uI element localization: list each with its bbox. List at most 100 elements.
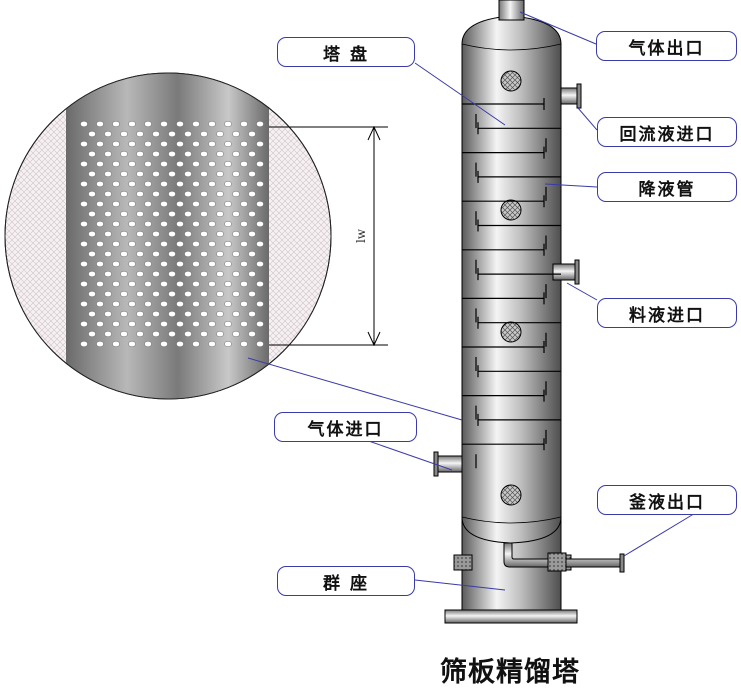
sieve-hole bbox=[168, 271, 176, 278]
sieve-hole bbox=[192, 120, 200, 127]
sieve-hole bbox=[240, 240, 248, 247]
sieve-hole bbox=[96, 120, 104, 127]
sieve-hole bbox=[224, 160, 232, 167]
sieve-hole bbox=[224, 261, 232, 268]
sieve-hole bbox=[248, 291, 256, 298]
manhole-middle bbox=[500, 321, 522, 343]
sieve-hole bbox=[216, 311, 224, 318]
sieve-hole bbox=[240, 200, 248, 207]
tray-plate bbox=[477, 413, 561, 444]
tray-plate bbox=[462, 389, 545, 420]
sieve-hole bbox=[152, 150, 160, 157]
sieve-hole bbox=[112, 281, 120, 288]
sieve-hole bbox=[256, 120, 264, 127]
sieve-hole bbox=[112, 200, 120, 207]
sieve-hole bbox=[208, 261, 216, 268]
sieve-hole bbox=[120, 271, 128, 278]
sieve-hole bbox=[144, 301, 152, 308]
sieve-hole bbox=[128, 341, 136, 348]
sieve-hole bbox=[128, 261, 136, 268]
sieve-hole bbox=[168, 130, 176, 137]
sieve-hole bbox=[136, 230, 144, 237]
sieve-hole bbox=[104, 230, 112, 237]
sieve-hole bbox=[168, 291, 176, 298]
sieve-hole bbox=[136, 210, 144, 217]
sieve-hole bbox=[128, 301, 136, 308]
tray-plate bbox=[462, 243, 545, 274]
sieve-hole bbox=[224, 180, 232, 187]
sieve-hole bbox=[232, 130, 240, 137]
sieve-hole bbox=[216, 150, 224, 157]
feed-inlet-callout: 料液进口 bbox=[597, 298, 737, 328]
sieve-hole bbox=[104, 210, 112, 217]
sieve-hole bbox=[240, 301, 248, 308]
sieve-hole bbox=[120, 331, 128, 338]
sieve-hole bbox=[184, 230, 192, 237]
sieve-hole bbox=[80, 180, 88, 187]
manhole-bottom bbox=[500, 484, 522, 506]
sieve-hole bbox=[184, 271, 192, 278]
sieve-hole bbox=[120, 190, 128, 197]
sieve-hole bbox=[232, 331, 240, 338]
vapor-inlet-pipe bbox=[433, 451, 463, 477]
sieve-hole bbox=[200, 250, 208, 257]
sieve-hole bbox=[248, 190, 256, 197]
sieve-hole bbox=[240, 261, 248, 268]
vapor-outlet-pipe bbox=[498, 0, 525, 21]
sieve-hole bbox=[144, 341, 152, 348]
sieve-hole bbox=[200, 170, 208, 177]
sieve-hole bbox=[144, 140, 152, 147]
sieve-hole bbox=[192, 160, 200, 167]
sieve-hole bbox=[96, 261, 104, 268]
sieve-hole bbox=[168, 311, 176, 318]
feed-inlet-pipe bbox=[552, 259, 580, 285]
sieve-hole bbox=[120, 250, 128, 257]
tray-callout: 塔 盘 bbox=[277, 37, 415, 67]
sieve-hole bbox=[136, 130, 144, 137]
sieve-hole bbox=[232, 210, 240, 217]
sieve-hole bbox=[160, 261, 168, 268]
sieve-hole bbox=[256, 261, 264, 268]
sieve-hole bbox=[152, 230, 160, 237]
sieve-hole bbox=[88, 210, 96, 217]
sieve-hole bbox=[192, 341, 200, 348]
sieve-hole bbox=[216, 210, 224, 217]
sieve-hole bbox=[160, 321, 168, 328]
sieve-hole bbox=[200, 311, 208, 318]
sieve-hole bbox=[144, 321, 152, 328]
bottoms-outlet-callout: 釜液出口 bbox=[597, 485, 737, 515]
sieve-hole bbox=[200, 230, 208, 237]
gas-outlet-callout: 气体出口 bbox=[596, 31, 737, 61]
sieve-hole bbox=[200, 190, 208, 197]
sieve-hole bbox=[80, 261, 88, 268]
sieve-hole bbox=[152, 331, 160, 338]
sieve-hole bbox=[256, 140, 264, 147]
sieve-hole bbox=[240, 180, 248, 187]
sieve-hole bbox=[176, 321, 184, 328]
sieve-hole bbox=[192, 180, 200, 187]
sieve-hole bbox=[168, 190, 176, 197]
sieve-hole bbox=[112, 301, 120, 308]
sieve-hole bbox=[184, 170, 192, 177]
sieve-hole bbox=[96, 240, 104, 247]
sieve-hole bbox=[128, 220, 136, 227]
tray-plate bbox=[462, 292, 545, 323]
sieve-hole bbox=[160, 180, 168, 187]
sieve-hole bbox=[152, 311, 160, 318]
sieve-hole bbox=[256, 220, 264, 227]
sieve-hole bbox=[120, 170, 128, 177]
sieve-hole bbox=[184, 190, 192, 197]
sieve-hole bbox=[256, 301, 264, 308]
manhole-top bbox=[500, 70, 522, 92]
sieve-hole bbox=[136, 331, 144, 338]
tray-plate bbox=[462, 341, 545, 371]
sieve-hole bbox=[200, 291, 208, 298]
sieve-hole bbox=[240, 341, 248, 348]
sieve-hole bbox=[248, 250, 256, 257]
sieve-hole bbox=[88, 190, 96, 197]
sieve-hole bbox=[88, 230, 96, 237]
sieve-hole bbox=[192, 240, 200, 247]
sieve-hole bbox=[144, 180, 152, 187]
tray-plate bbox=[477, 268, 561, 299]
sieve-hole bbox=[248, 210, 256, 217]
